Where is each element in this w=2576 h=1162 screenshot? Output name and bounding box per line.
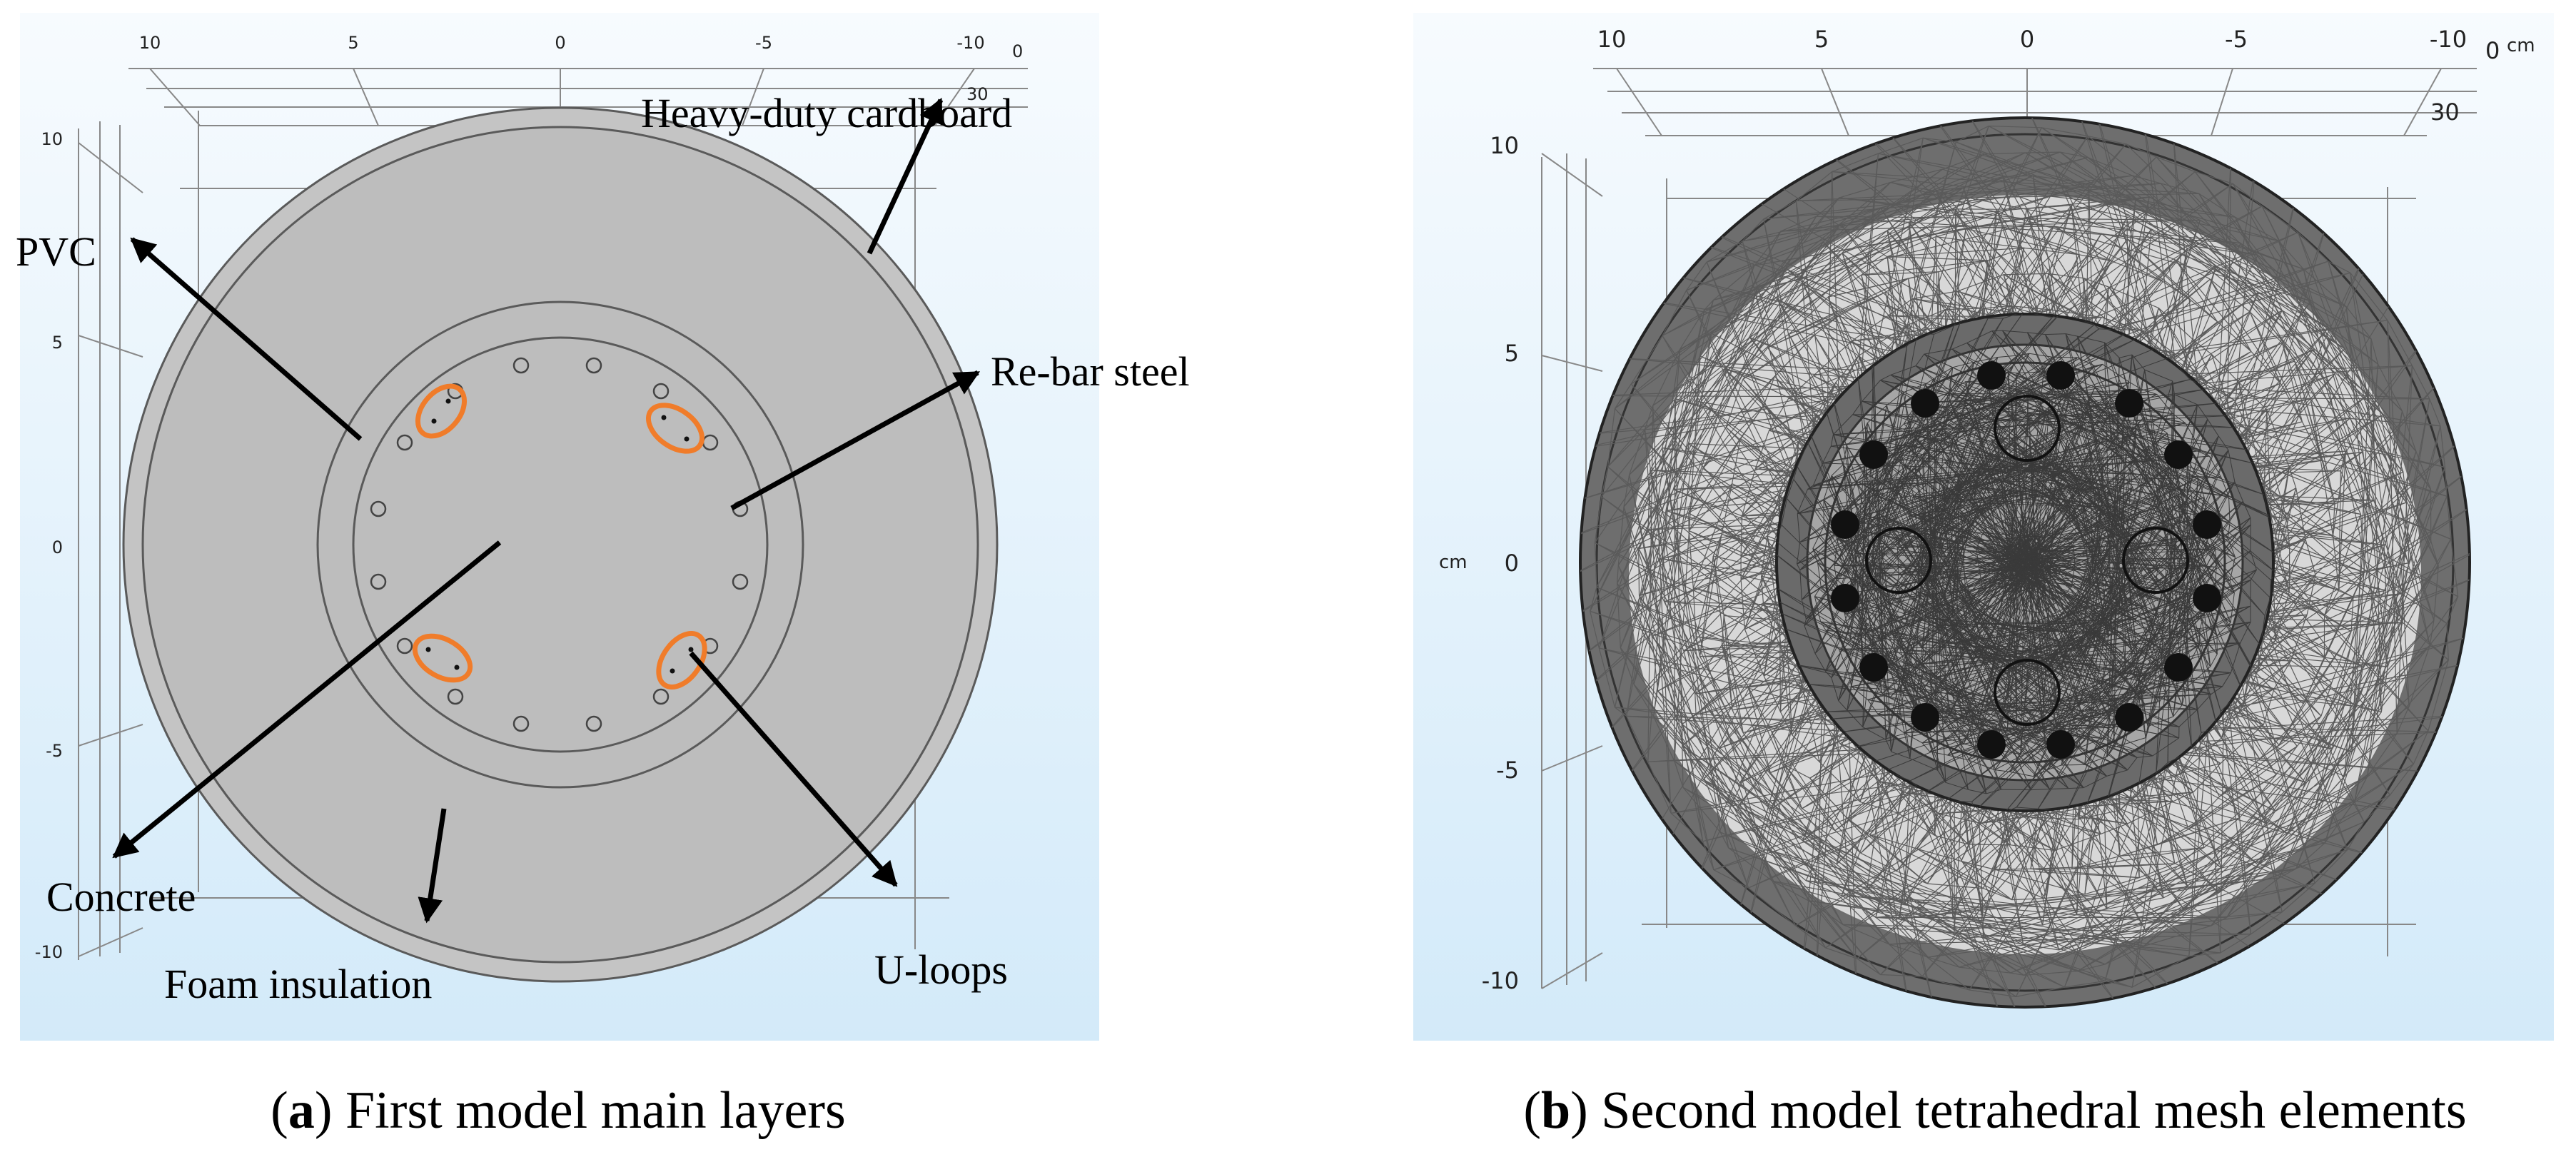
caption-b-text: Second model tetrahedral mesh elements (1601, 1081, 2466, 1140)
panel-b: 10 5 0 -5 -10 0 cm 30 10 5 cm 0 -5 -10 (1413, 13, 2554, 1140)
tick-top-a-1: 5 (348, 33, 358, 53)
tick-top-a-0: 10 (139, 33, 161, 53)
tick-top-a-extra-0: 0 (1012, 41, 1023, 61)
inner-boundary (353, 338, 767, 752)
label-foam: Foam insulation (164, 961, 432, 1007)
panel-a: 10 5 0 -5 -10 0 30 10 5 0 -5 -10 (16, 13, 1190, 1140)
tick-left-a-0: 10 (41, 129, 63, 149)
tick-left-b-3: -5 (1496, 757, 1519, 784)
tick-left-b-unit: cm (1439, 552, 1468, 573)
label-pvc: PVC (16, 228, 96, 275)
tick-left-a-3: -5 (46, 741, 63, 761)
caption-b: (b) Second model tetrahedral mesh elemen… (1523, 1081, 2466, 1140)
label-rebar: Re-bar steel (991, 348, 1190, 395)
tick-top-b-4: -10 (2430, 26, 2467, 53)
tick-top-b-2: 0 (2020, 26, 2034, 53)
tick-top-a-3: -5 (755, 33, 772, 53)
tick-left-b-0: 10 (1490, 132, 1519, 159)
tick-top-a-2: 0 (555, 33, 565, 53)
tick-top-b-unit: cm (2507, 35, 2535, 56)
tick-left-a-4: -10 (35, 942, 63, 962)
tick-top-a-4: -10 (956, 33, 984, 53)
caption-a-letter: a (288, 1081, 315, 1140)
tick-left-a-2: 0 (52, 537, 63, 557)
tick-top-b-extra-0: 0 (2485, 37, 2500, 64)
label-uloops: U-loops (874, 946, 1008, 993)
tick-left-b-1: 5 (1505, 340, 1519, 367)
caption-a-text: First model main layers (345, 1081, 846, 1140)
tick-top-b-0: 10 (1597, 26, 1627, 53)
label-cardboard: Heavy-duty cardboard (641, 90, 1012, 136)
tick-left-a-1: 5 (52, 333, 63, 353)
tick-top-b-3: -5 (2225, 26, 2248, 53)
caption-a: (a) First model main layers (271, 1081, 846, 1140)
label-concrete: Concrete (46, 874, 196, 920)
tick-left-b-2: 0 (1505, 550, 1519, 577)
caption-b-letter: b (1541, 1081, 1570, 1140)
tick-left-b-4: -10 (1482, 967, 1519, 994)
tick-top-b-extra-1: 30 (2430, 98, 2460, 126)
tick-top-b-1: 5 (1814, 26, 1829, 53)
